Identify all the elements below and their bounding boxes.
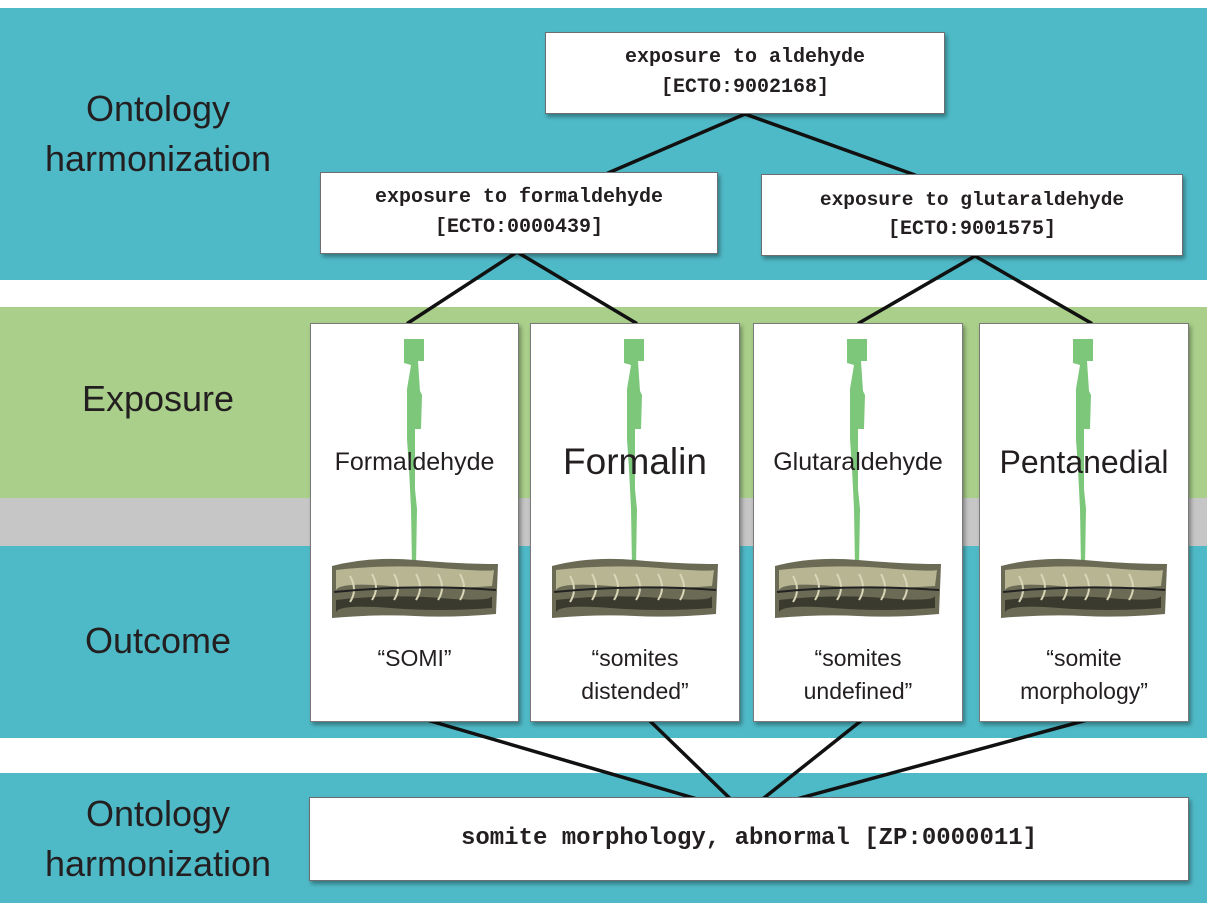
embryo-image bbox=[775, 558, 941, 618]
edge-left-formaldehyde bbox=[406, 250, 519, 325]
edge-right-glutaraldehyde bbox=[857, 254, 977, 325]
pipette-icon bbox=[624, 339, 644, 567]
exposure-label: Exposure bbox=[81, 378, 235, 419]
pipette-icon bbox=[1073, 339, 1093, 567]
term-exposure-to-glutaraldehyde: exposure to glutaraldehyde [ECTO:9001575… bbox=[761, 174, 1183, 256]
term-exposure-to-aldehyde: exposure to aldehyde [ECTO:9002168] bbox=[545, 32, 945, 114]
term-id: [ECTO:9002168] bbox=[660, 76, 830, 99]
term-name: exposure to formaldehyde bbox=[374, 186, 664, 209]
edge-left-formalin bbox=[515, 250, 638, 325]
edge-root-left bbox=[606, 112, 747, 175]
edge-root-right bbox=[743, 112, 917, 177]
term-name: exposure to aldehyde bbox=[624, 46, 866, 69]
term-text: somite morphology, abnormal [ZP:0000011] bbox=[460, 825, 1038, 852]
edge-right-pentanedial bbox=[973, 254, 1093, 325]
chemical-label: Pentanedial bbox=[999, 444, 1169, 480]
embryo-image bbox=[331, 558, 498, 618]
term-exposure-to-formaldehyde: exposure to formaldehyde [ECTO:0000439] bbox=[320, 172, 718, 254]
card-glutaraldehyde: Glutaraldehyde “somites undefined” bbox=[753, 323, 963, 722]
embryo-image bbox=[552, 558, 718, 618]
card-formalin: Formalin “somites distended” bbox=[530, 323, 740, 722]
term-id: [ECTO:9001575] bbox=[887, 218, 1057, 241]
card-formaldehyde: Formaldehyde “SOMI” bbox=[310, 323, 519, 722]
term-id: [ECTO:0000439] bbox=[434, 216, 604, 239]
phenotype-label: “somites undefined” bbox=[803, 645, 913, 704]
ontology-bottom-label: Ontology harmonization bbox=[44, 793, 272, 884]
pipette-icon bbox=[847, 339, 867, 567]
term-somite-morphology-abnormal: somite morphology, abnormal [ZP:0000011] bbox=[309, 797, 1189, 881]
phenotype-label: “somites distended” bbox=[581, 645, 689, 704]
chemical-label: Glutaraldehyde bbox=[773, 448, 943, 476]
phenotype-label: “SOMI” bbox=[377, 645, 452, 671]
embryo-image bbox=[1001, 558, 1167, 618]
chemical-label: Formalin bbox=[563, 441, 707, 482]
card-pentanedial: Pentanedial “somite morphology” bbox=[979, 323, 1189, 722]
term-name: exposure to glutaraldehyde bbox=[819, 189, 1125, 211]
ontology-top-label: Ontology harmonization bbox=[44, 88, 272, 179]
phenotype-label: “somite morphology” bbox=[1020, 645, 1148, 704]
outcome-label: Outcome bbox=[84, 620, 232, 661]
pipette-icon bbox=[403, 339, 424, 567]
chemical-label: Formaldehyde bbox=[334, 448, 495, 476]
